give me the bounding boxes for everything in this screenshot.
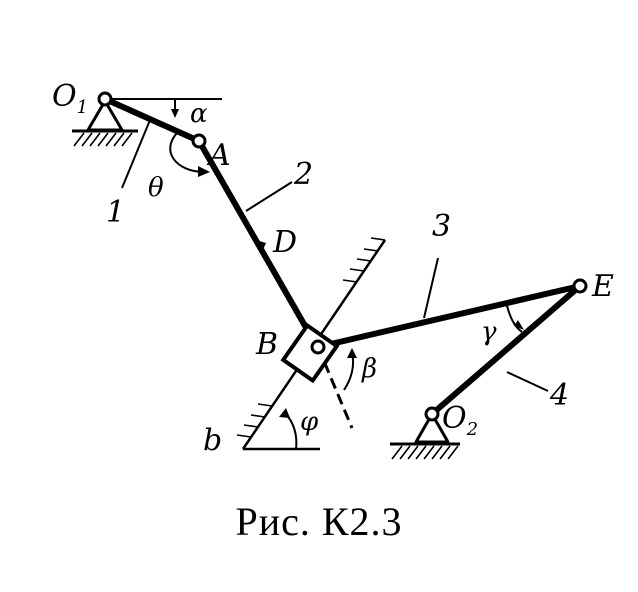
joint-o2 (424, 406, 440, 422)
joint-o1 (97, 91, 113, 107)
label-link-1: 1 (106, 195, 125, 230)
label-link-4: 4 (549, 378, 569, 413)
link-3 (315, 283, 583, 350)
label-o1: O1 (52, 79, 88, 118)
support-o1 (72, 99, 138, 147)
gamma-angle-arc (505, 301, 524, 333)
leader-link-3 (423, 257, 439, 319)
phi-angle-arc (279, 408, 298, 451)
support-o2 (390, 412, 460, 460)
label-o2: O2 (442, 401, 478, 440)
label-b-lower: b (203, 423, 222, 458)
link-4 (429, 283, 583, 417)
label-a: A (206, 138, 231, 173)
joint-e (572, 278, 588, 294)
ground-hatch-o2 (391, 445, 459, 460)
label-phi: φ (300, 407, 319, 437)
leader-link-2 (245, 181, 293, 212)
joint-a (191, 133, 207, 149)
guide-hatch-upper (342, 237, 386, 283)
link-1 (102, 96, 202, 144)
label-e: E (591, 269, 614, 304)
label-theta: θ (148, 173, 164, 203)
label-link-3: 3 (432, 209, 451, 244)
label-b: B (255, 327, 278, 362)
guide-hatch-lower (236, 403, 273, 438)
joint-b (310, 339, 326, 355)
label-d: D (272, 225, 297, 260)
label-beta: β (361, 354, 377, 384)
figure-caption: Рис. К2.3 (235, 499, 403, 544)
label-link-2: 2 (293, 157, 313, 192)
ground-hatch-o1 (73, 132, 133, 147)
slider-b (280, 322, 340, 384)
leader-link-1 (121, 119, 151, 189)
dashed-normal-line (316, 346, 354, 429)
point-d-marker (256, 240, 266, 252)
label-gamma: γ (481, 317, 497, 347)
alpha-angle-arrow (171, 100, 179, 118)
leader-link-4 (506, 371, 549, 392)
label-alpha: α (190, 99, 208, 129)
theta-angle-arc (169, 131, 210, 177)
beta-angle-arc (343, 348, 357, 391)
